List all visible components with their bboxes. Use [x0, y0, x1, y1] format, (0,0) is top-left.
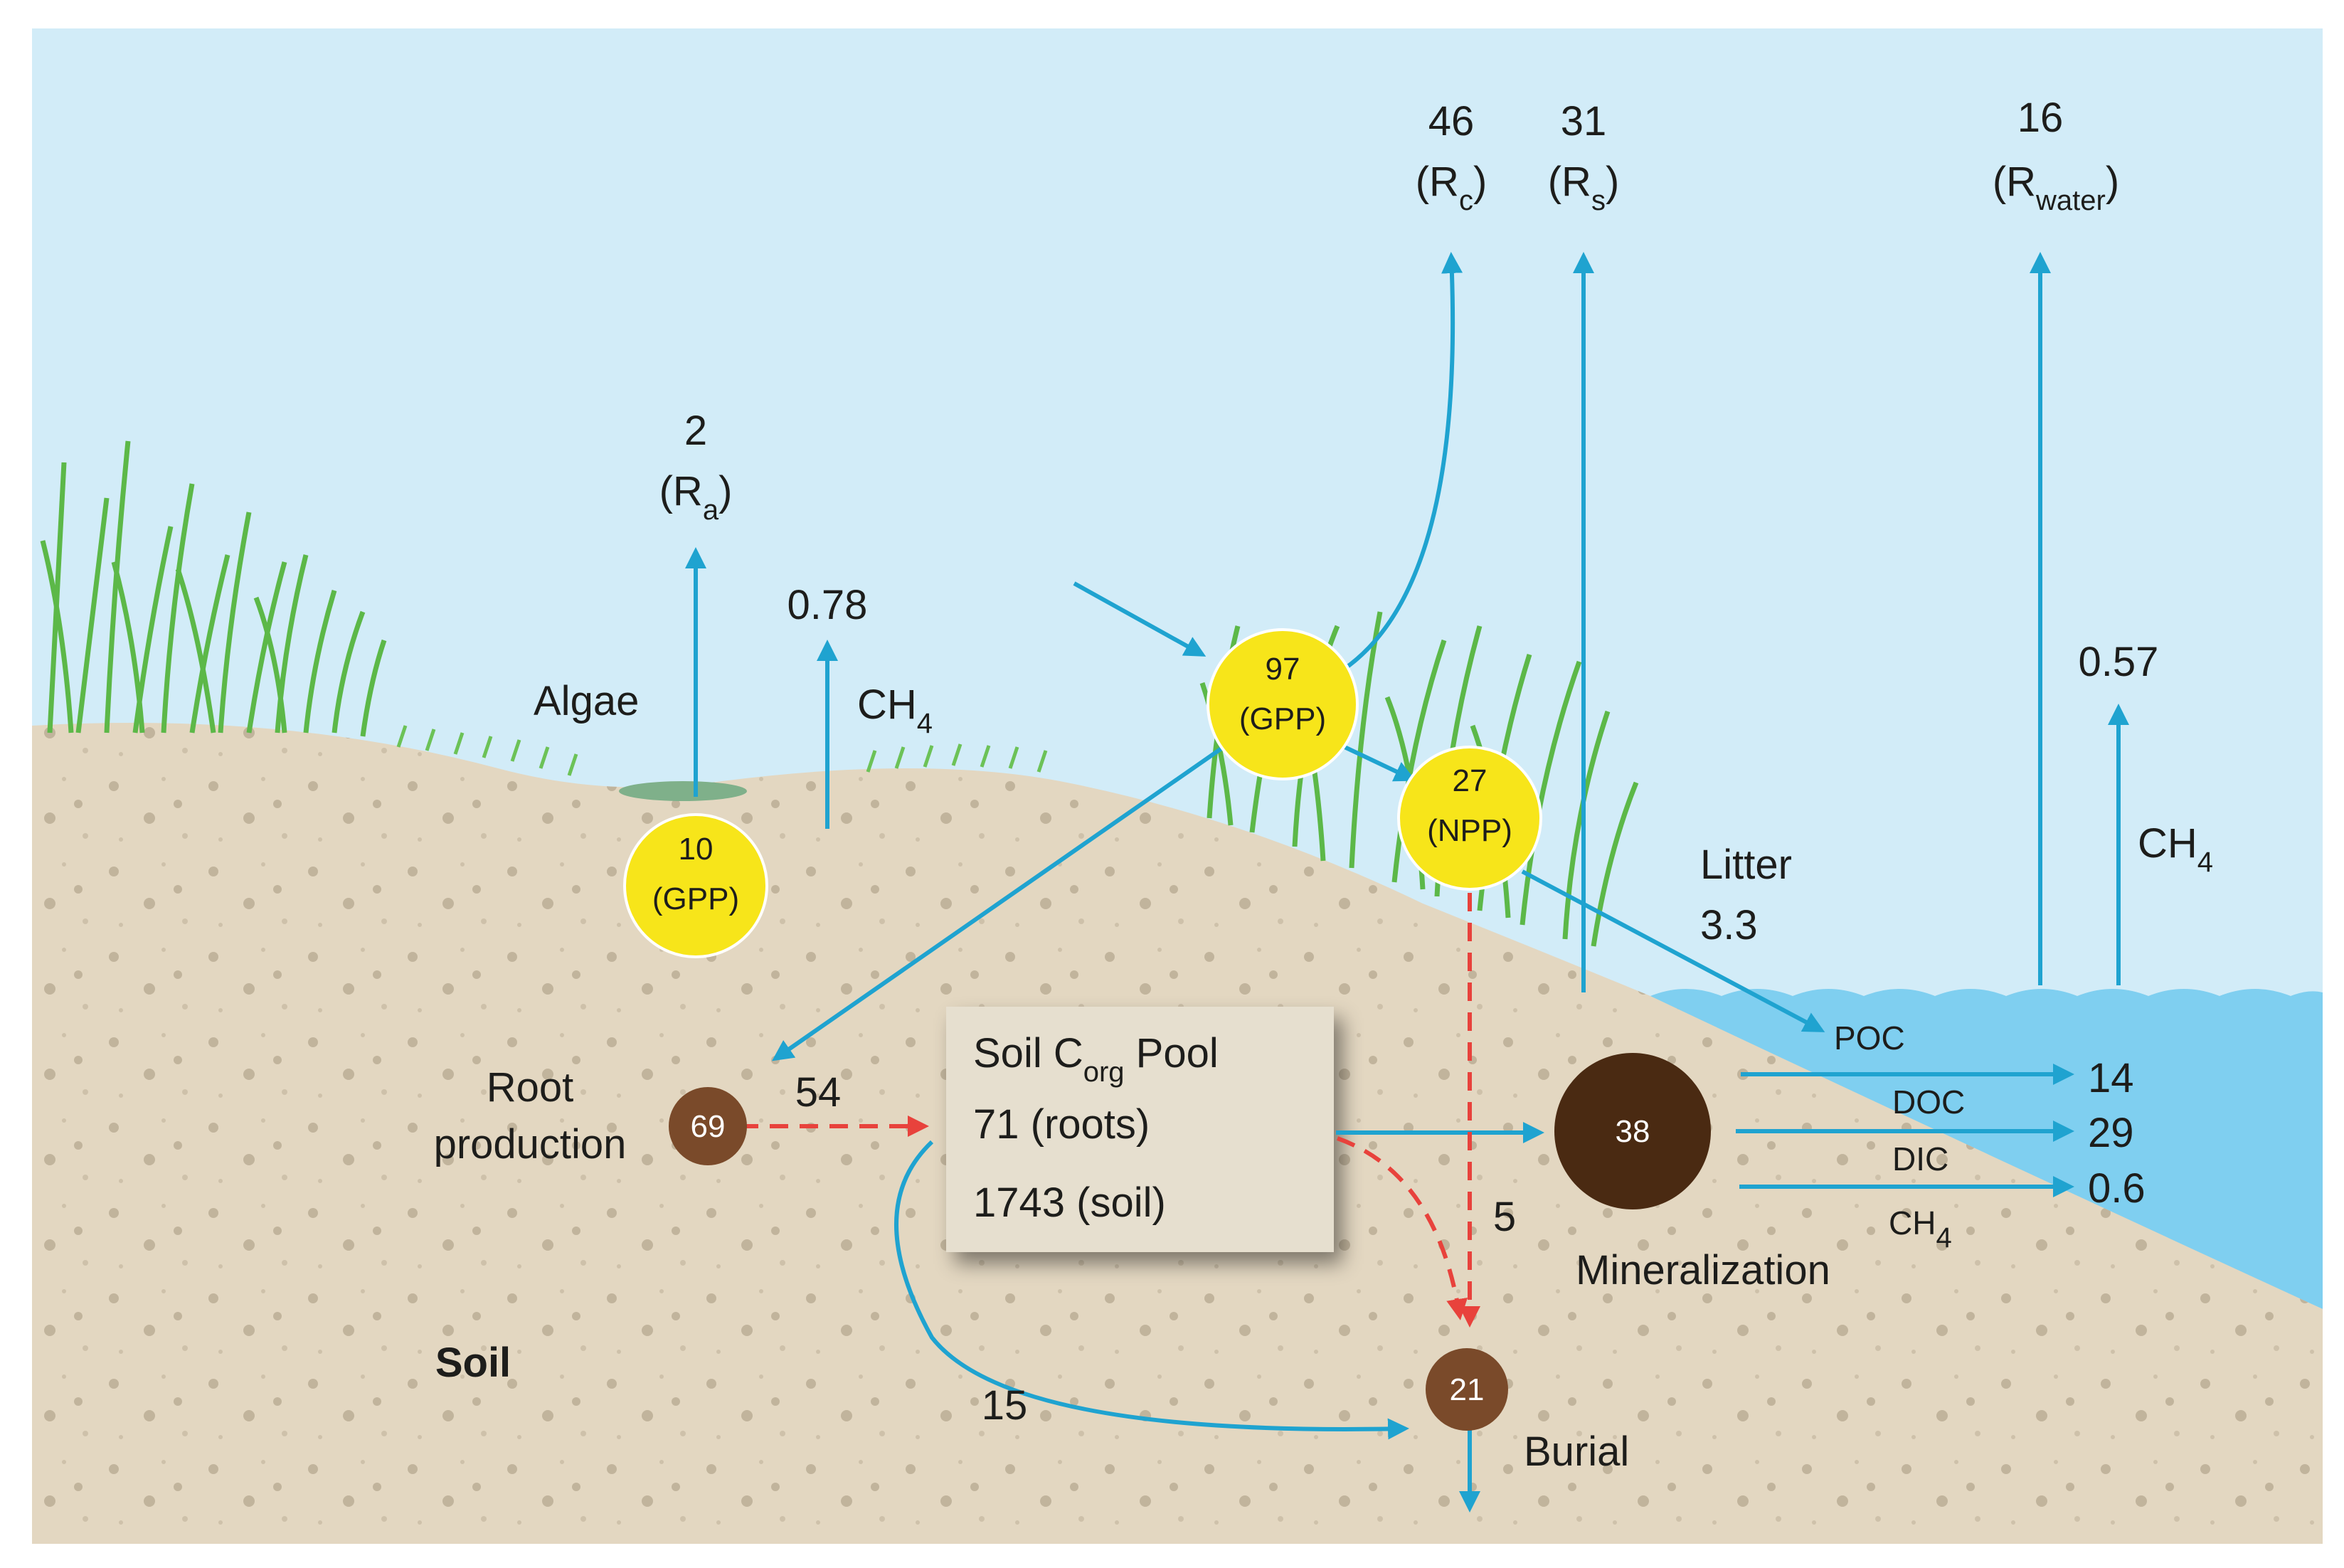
- plant-npp-label: (NPP): [1427, 813, 1512, 848]
- rwater-value: 16: [2017, 95, 2064, 141]
- burial-label: Burial: [1524, 1429, 1629, 1475]
- grass-left: [40, 440, 387, 737]
- node-mineralization: 38: [1554, 1053, 1711, 1209]
- water-body: [1650, 989, 2323, 1309]
- rs-value: 31: [1561, 98, 1607, 144]
- ra-value: 2: [684, 408, 707, 454]
- soil-label: Soil: [435, 1340, 511, 1386]
- rwater-label: (Rwater): [1993, 159, 2119, 216]
- atmosphere-uptake-arrow: [1073, 581, 1207, 657]
- doc-label: DOC: [1892, 1084, 1965, 1121]
- ch4-right-value: 0.57: [2079, 639, 2159, 685]
- mineralization-label: Mineralization: [1576, 1247, 1830, 1293]
- rs-label: (Rs): [1548, 159, 1620, 216]
- algae-gpp-value: 10: [679, 832, 714, 867]
- root-flux-label: 54: [795, 1069, 842, 1116]
- roots-to-burial-arrow: [894, 1140, 1409, 1440]
- root-production-label-2: production: [434, 1121, 627, 1167]
- gpp-to-npp-arrow: [1343, 745, 1416, 782]
- pool-soil: 1743 (soil): [973, 1180, 1166, 1226]
- root-production-label-1: Root: [487, 1064, 574, 1111]
- burial-flux-pool: 5: [1493, 1194, 1516, 1240]
- rc-label: (Rc): [1416, 159, 1487, 216]
- pool-to-burial-arrow: [1336, 1136, 1468, 1320]
- export-doc-value: 29: [2088, 1110, 2134, 1156]
- node-plant-npp: 27 (NPP): [1397, 746, 1542, 891]
- node-burial: 21: [1426, 1348, 1508, 1431]
- litter-label: Litter: [1700, 842, 1792, 888]
- node-algae-gpp: 10 (GPP): [623, 813, 768, 958]
- mineralization-value: 38: [1616, 1114, 1650, 1149]
- export-ch4-value: 0.6: [2088, 1165, 2146, 1212]
- ch4-left-value: 0.78: [787, 582, 868, 628]
- node-root-pool: 69: [669, 1087, 747, 1165]
- ch4-water-label: CH4: [1889, 1204, 1952, 1254]
- node-plant-gpp: 97 (GPP): [1207, 628, 1359, 780]
- burial-value: 21: [1450, 1372, 1485, 1407]
- dic-label: DIC: [1892, 1140, 1948, 1177]
- litter-arrow: [1521, 869, 1825, 1032]
- plant-gpp-value: 97: [1266, 652, 1300, 687]
- algae-puddle: [619, 781, 747, 801]
- grass-low-left: [396, 725, 1048, 776]
- pool-title: Soil Corg Pool: [973, 1030, 1219, 1088]
- plant-npp-value: 27: [1453, 763, 1487, 798]
- algae-gpp-label: (GPP): [652, 881, 739, 916]
- burial-flux-roots: 15: [982, 1382, 1028, 1429]
- dashed-arrows: [740, 893, 1480, 1328]
- rc-value: 46: [1428, 98, 1475, 144]
- poc-label: POC: [1834, 1019, 1905, 1056]
- pool-roots: 71 (roots): [973, 1101, 1150, 1148]
- flux-arrows: [685, 252, 2129, 1513]
- export-poc-value: 14: [2088, 1055, 2134, 1101]
- algae-label: Algae: [534, 678, 639, 724]
- ch4-right-label: CH4: [2138, 820, 2213, 878]
- plant-gpp-label: (GPP): [1239, 701, 1326, 736]
- ch4-left-label: CH4: [857, 682, 933, 739]
- rc-arrow: [1343, 252, 1463, 671]
- ra-label: (Ra): [659, 468, 733, 526]
- soil-corg-pool-box: [946, 1007, 1334, 1252]
- gpp-to-roots-arrow: [772, 745, 1225, 1061]
- root-pool-value: 69: [691, 1109, 726, 1144]
- litter-value: 3.3: [1700, 902, 1758, 948]
